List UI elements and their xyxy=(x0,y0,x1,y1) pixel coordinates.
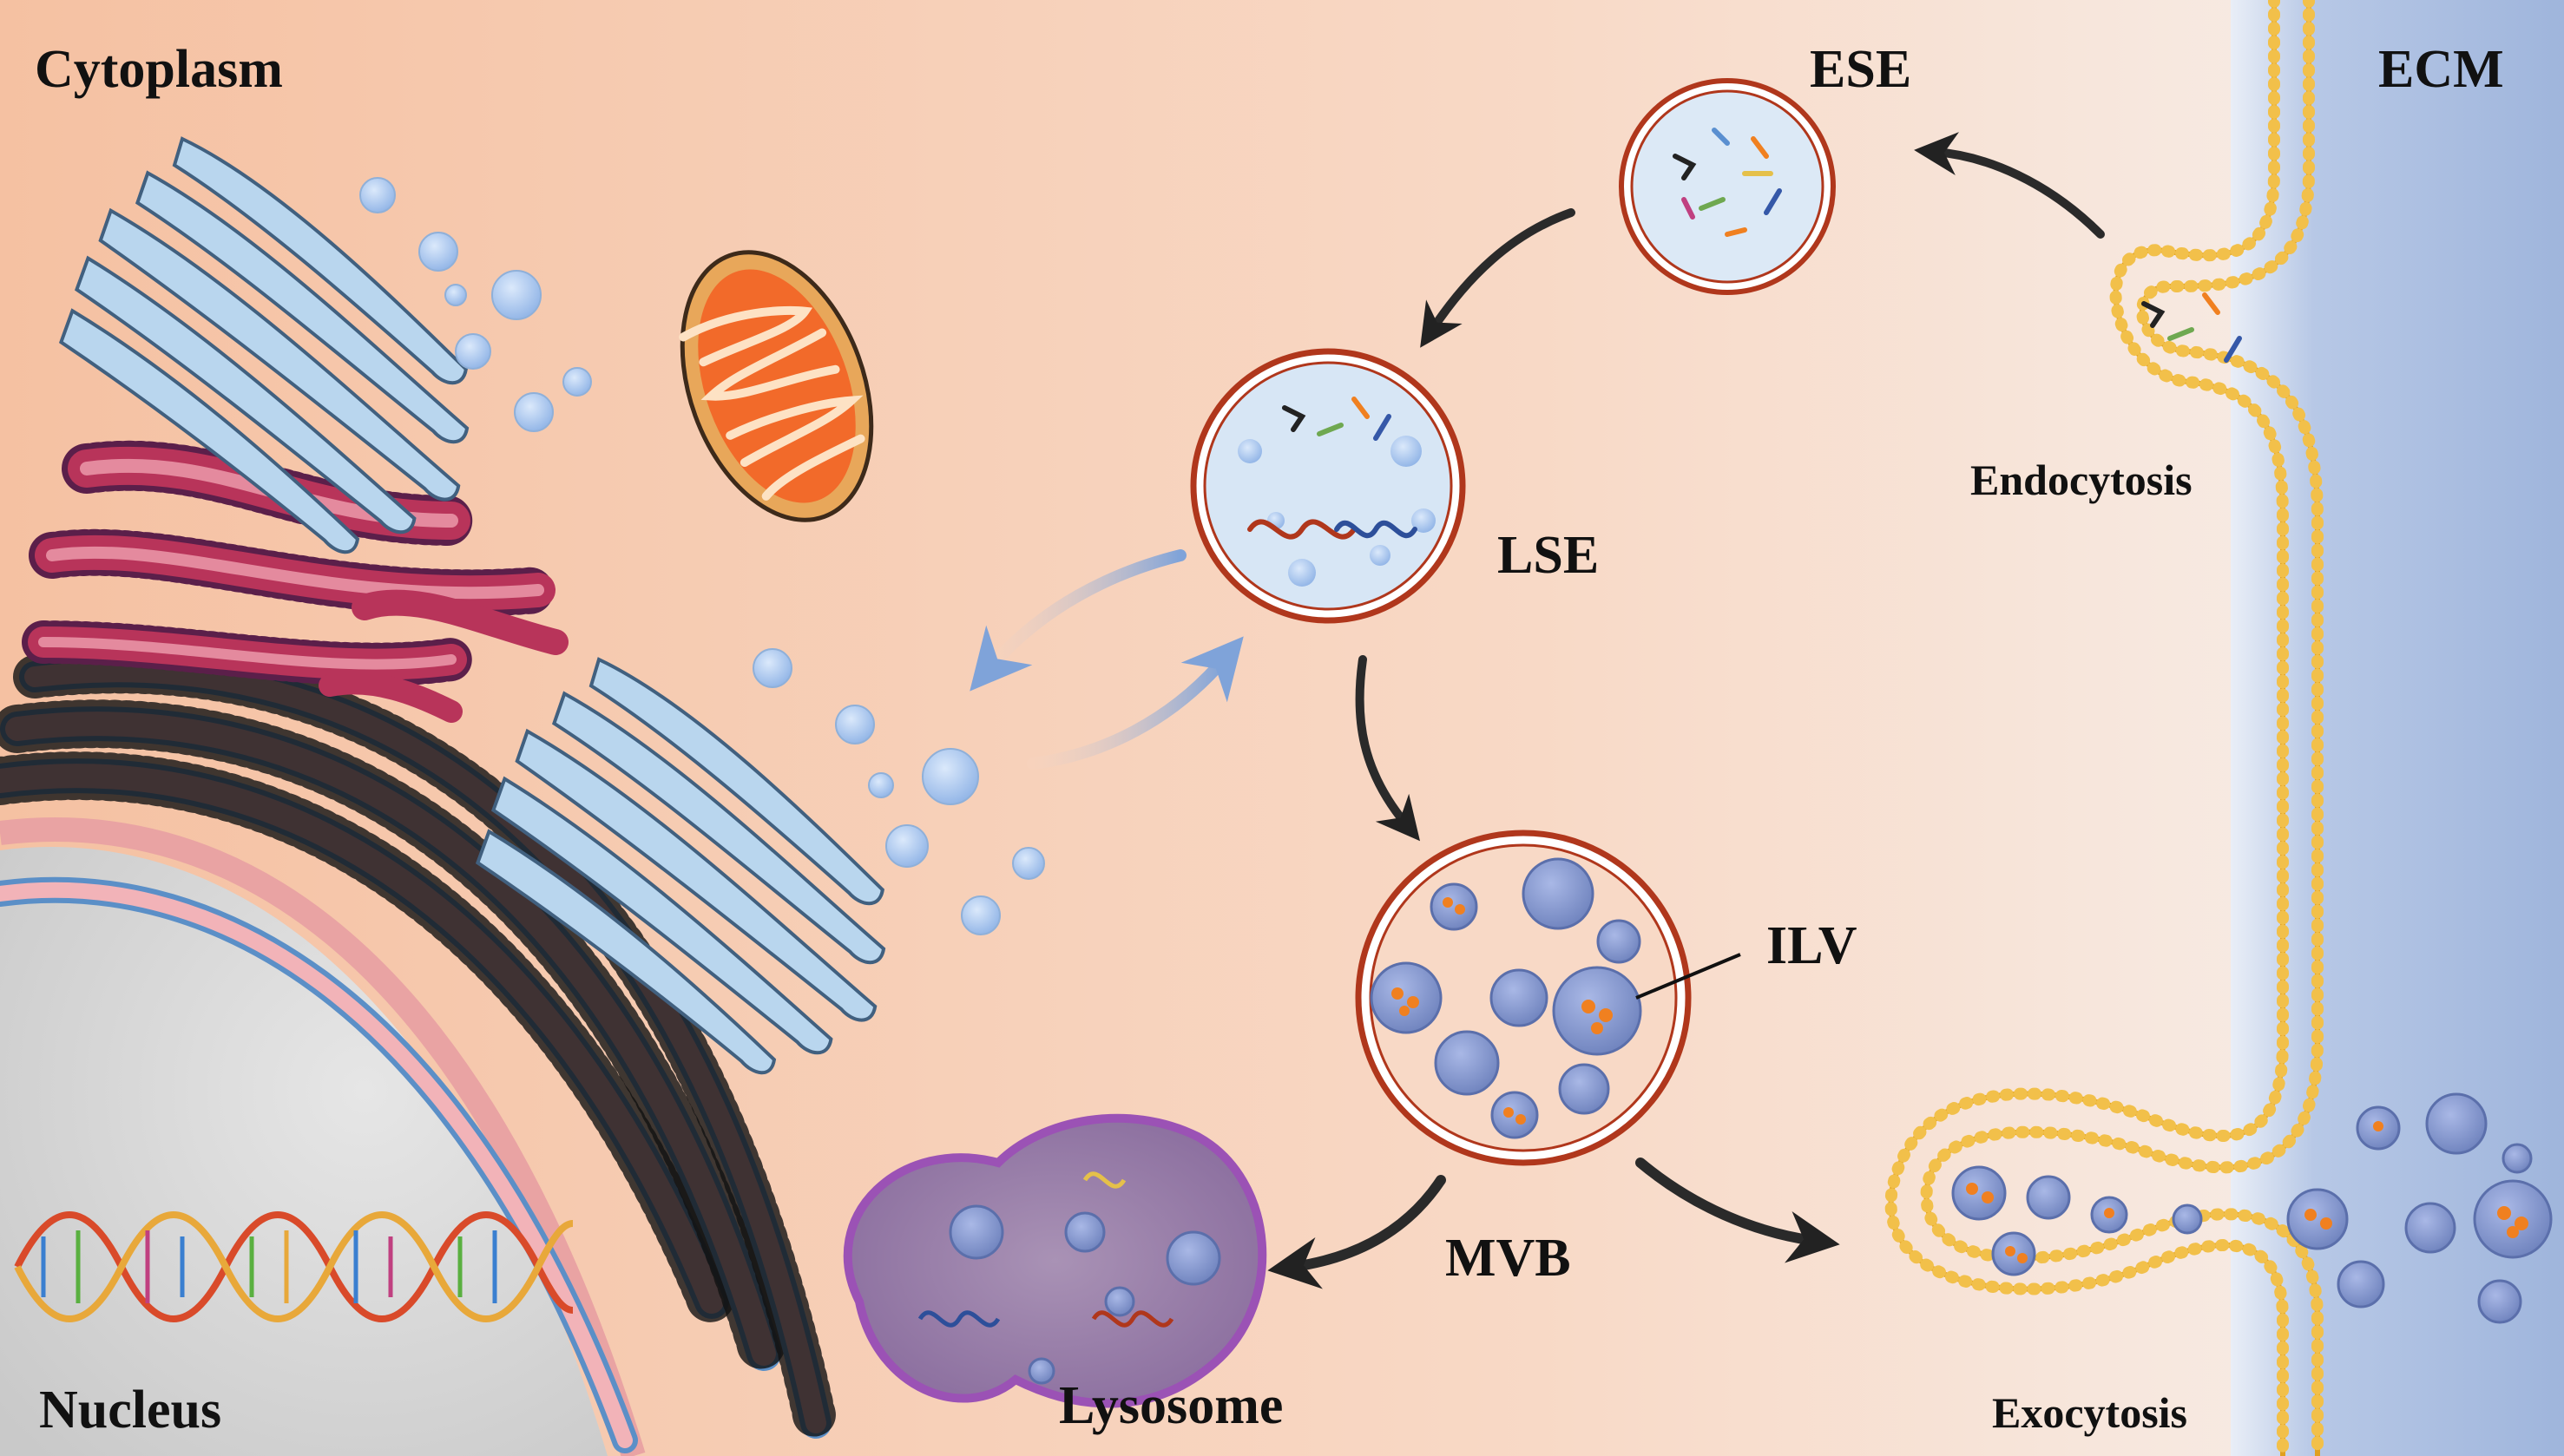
vesicle-icon xyxy=(1238,436,1436,587)
ese-endosome xyxy=(1619,78,1836,295)
cargo-icon xyxy=(1966,1121,2528,1263)
label-exocytosis: Exocytosis xyxy=(1992,1388,2187,1437)
ilv-pointer xyxy=(1635,953,1741,1000)
vesicle-icon xyxy=(753,648,1045,935)
label-ilv: ILV xyxy=(1766,916,1857,975)
cargo-icon xyxy=(2141,292,2242,363)
lysosome-organelle xyxy=(843,1113,1267,1408)
lse-endosome xyxy=(1190,348,1466,624)
ilv-icon xyxy=(1370,857,1642,1139)
mitochondrion-icon xyxy=(679,250,874,522)
label-cytoplasm: Cytoplasm xyxy=(35,40,283,99)
vesicle-icon xyxy=(949,1204,1221,1385)
rough-er-icon xyxy=(0,650,838,1453)
label-lse: LSE xyxy=(1497,526,1599,585)
exosome-icon xyxy=(1951,1092,2553,1324)
mvb-endosome xyxy=(1355,830,1741,1166)
dna-helix-icon xyxy=(14,1211,574,1322)
plasma-membrane xyxy=(1884,0,2324,1456)
arrow-icon xyxy=(970,549,1244,770)
label-endocytosis: Endocytosis xyxy=(1970,456,2193,504)
label-ese: ESE xyxy=(1810,40,1911,99)
label-nucleus: Nucleus xyxy=(39,1381,221,1440)
label-lysosome: Lysosome xyxy=(1059,1376,1283,1435)
label-mvb: MVB xyxy=(1445,1229,1571,1288)
vesicle-icon xyxy=(359,177,592,432)
golgi-icon xyxy=(475,657,886,1075)
golgi-icon xyxy=(58,136,470,554)
cargo-icon xyxy=(1247,397,1417,540)
label-ecm: ECM xyxy=(2378,40,2504,99)
cargo-icon xyxy=(1673,128,1782,237)
arrow-icon xyxy=(1267,132,2105,1289)
cargo-icon xyxy=(917,1171,1174,1328)
cargo-icon xyxy=(1391,897,1613,1125)
